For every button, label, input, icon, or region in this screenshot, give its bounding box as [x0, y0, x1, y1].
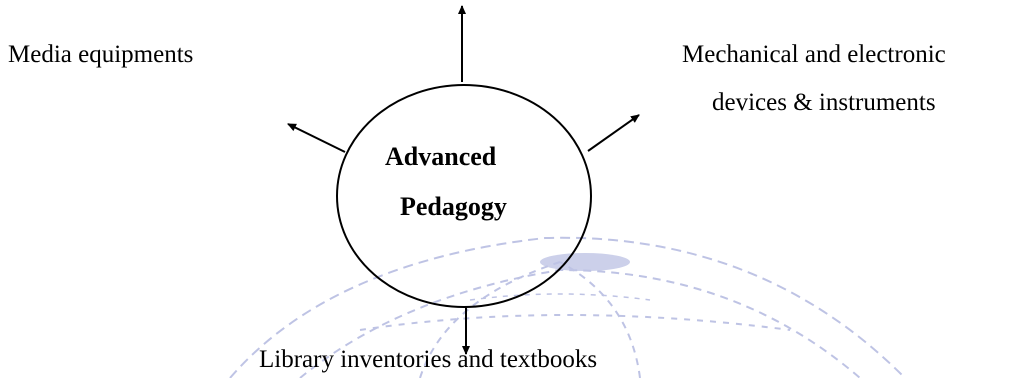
- center-title-line1: Advanced: [385, 142, 497, 171]
- globe-watermark-icon: [229, 236, 906, 378]
- node-library-inventories: Library inventories and textbooks: [259, 346, 598, 373]
- node-mechanical-line1: Mechanical and electronic: [682, 41, 946, 68]
- node-mechanical-line2: devices & instruments: [712, 89, 936, 116]
- center-ellipse: [336, 84, 592, 308]
- arrow-left: [287, 123, 346, 153]
- center-title-line2: Pedagogy: [400, 192, 507, 221]
- node-media-equipments: Media equipments: [8, 41, 194, 68]
- arrow-right: [587, 114, 640, 152]
